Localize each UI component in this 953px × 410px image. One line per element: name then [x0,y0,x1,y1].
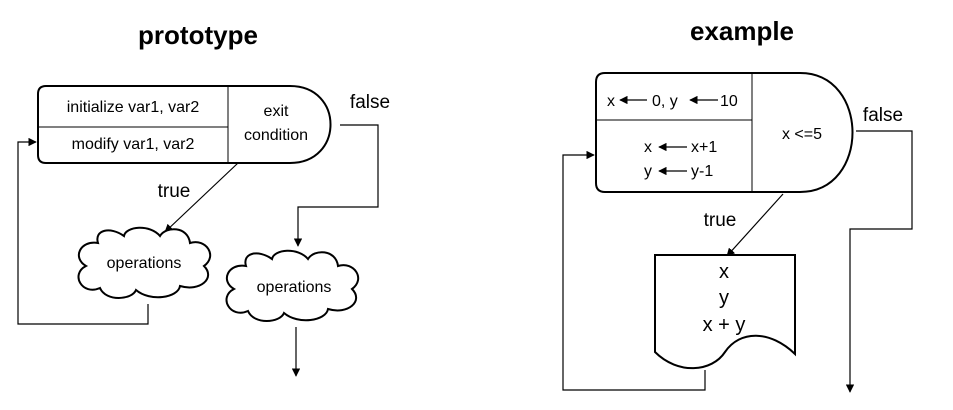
example-true-label: true [704,210,737,231]
prototype-condition-line1: exit [264,103,289,120]
example-title: example [690,16,794,46]
example-init-x: x [607,93,615,110]
example-output-line1: x [719,261,729,283]
prototype-loopback-connector [17,137,149,325]
example-output-document [654,254,796,370]
prototype-false-connector [293,124,379,247]
example-true-connector [726,193,784,257]
prototype-true-label: true [158,181,191,202]
prototype-operations-left-label: operations [107,255,182,272]
example-condition-label: x <=5 [782,126,822,143]
prototype-loop-block [37,85,332,164]
prototype-modify-label: modify var1, var2 [72,136,195,153]
example-loopback-connector [562,150,706,391]
prototype-true-connector [164,162,239,233]
prototype-operations-right-label: operations [257,279,332,296]
example-false-label: false [863,105,903,126]
example-false-connector [845,130,913,393]
prototype-false-label: false [350,92,390,113]
example-output-line3: x + y [703,314,746,336]
prototype-operations-cloud-right [225,249,359,322]
example-modify-x-value: x+1 [691,139,717,156]
example-init-x-value: 0, y [652,93,678,110]
example-loop-block [595,72,854,193]
prototype-init-label: initialize var1, var2 [67,99,200,116]
example-modify-x: x [644,139,652,156]
prototype-condition-line2: condition [244,127,308,144]
example-modify-y: y [644,163,652,180]
example-init-y-value: 10 [720,93,738,110]
example-output-line2: y [719,287,729,309]
prototype-title: prototype [138,20,258,50]
prototype-operations-cloud-left [77,226,211,299]
example-modify-y-value: y-1 [691,163,713,180]
